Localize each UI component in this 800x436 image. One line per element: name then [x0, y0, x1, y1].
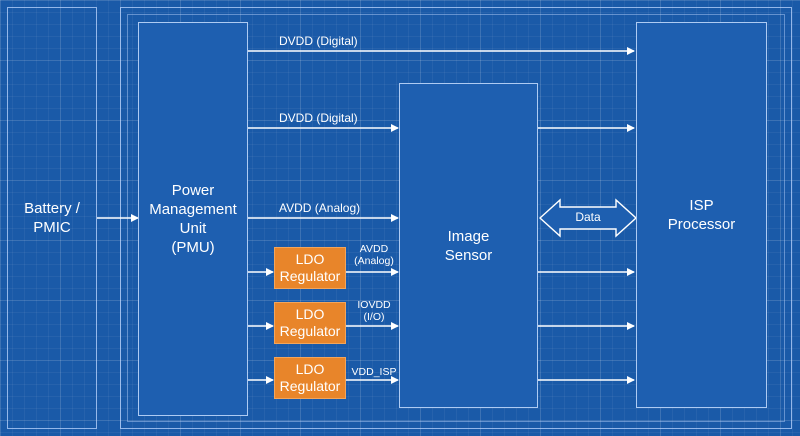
ldo3-output-label: VDD_ISP [351, 366, 397, 378]
rail-label-dvdd-sensor: DVDD (Digital) [279, 111, 358, 125]
image-sensor-label: Image Sensor [444, 227, 493, 264]
data-link-label: Data [575, 210, 601, 224]
rail-label-avdd-sensor: AVDD (Analog) [279, 201, 361, 215]
ldo-regulator-2: LDO Regulator [274, 302, 346, 344]
ldo-regulator-3: LDO Regulator [274, 357, 346, 399]
ldo-regulator-label: LDO Regulator [279, 361, 341, 394]
image-sensor-block: Image Sensor [399, 83, 538, 408]
isp-processor-block: ISP Processor [636, 22, 767, 408]
ldo1-output-label: AVDD (Analog) [354, 243, 394, 267]
ldo-regulator-label: LDO Regulator [279, 251, 341, 284]
isp-processor-label: ISP Processor [667, 197, 736, 233]
ldo-regulator-label: LDO Regulator [279, 306, 341, 339]
pmu-block: Power Management Unit (PMU) [138, 22, 248, 416]
ldo2-output-label: IOVDD (I/O) [357, 299, 391, 323]
rail-label-dvdd-isp: DVDD (Digital) [279, 34, 358, 48]
ldo-regulator-1: LDO Regulator [274, 247, 346, 289]
battery-pmic-block: Battery / PMIC [10, 10, 94, 426]
battery-pmic-label: Battery / PMIC [24, 200, 80, 236]
pmu-label: Power Management Unit (PMU) [149, 182, 237, 256]
left-frame [7, 7, 97, 429]
